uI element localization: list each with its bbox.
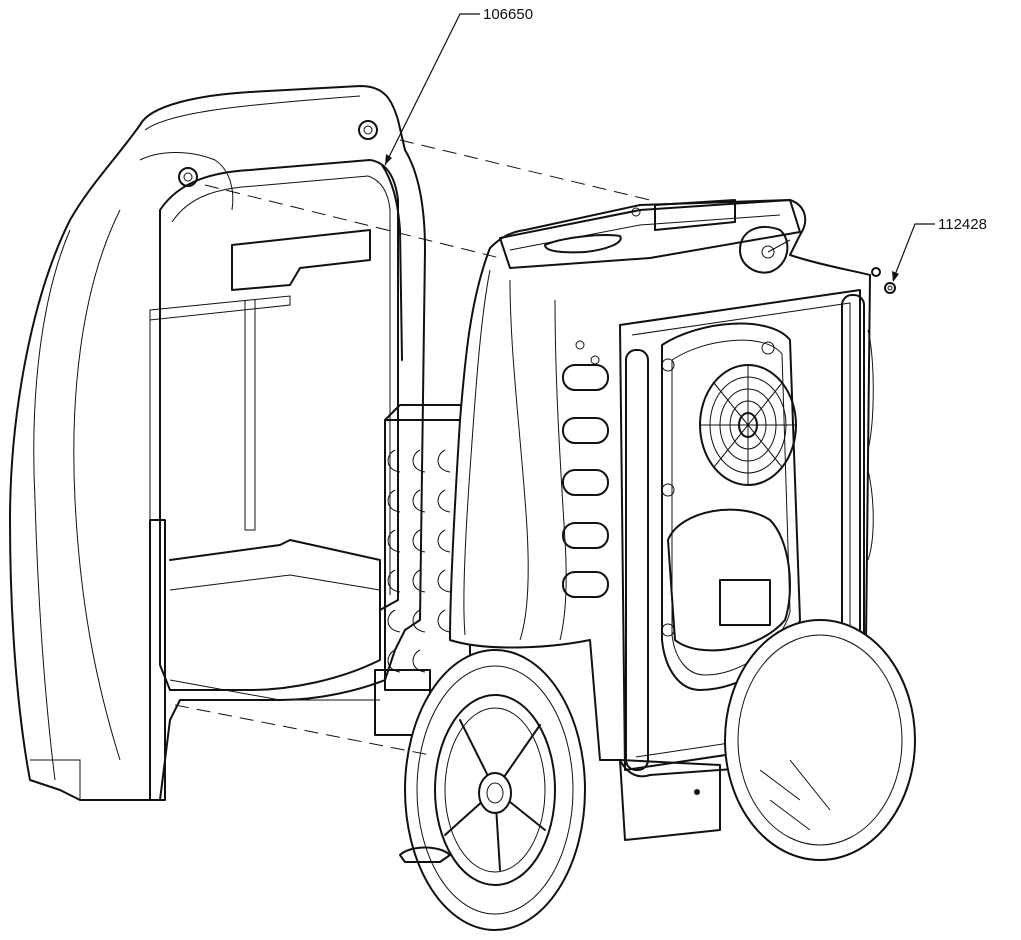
- alignment-lines: [174, 139, 651, 756]
- gasket-106650: [381, 164, 403, 361]
- front-wheel: [404, 649, 586, 931]
- rear-wheel: [724, 619, 916, 861]
- front-shroud: [9, 85, 426, 801]
- callout-leader-112428: [892, 223, 935, 282]
- screws-112428: [871, 267, 896, 294]
- callout-label-106650: 106650: [483, 6, 533, 23]
- callout-leader-106650: [384, 13, 480, 166]
- callout-label-112428: 112428: [938, 216, 987, 233]
- foot: [399, 846, 451, 863]
- coil-assembly: [374, 404, 471, 736]
- fan-grille: [699, 364, 797, 486]
